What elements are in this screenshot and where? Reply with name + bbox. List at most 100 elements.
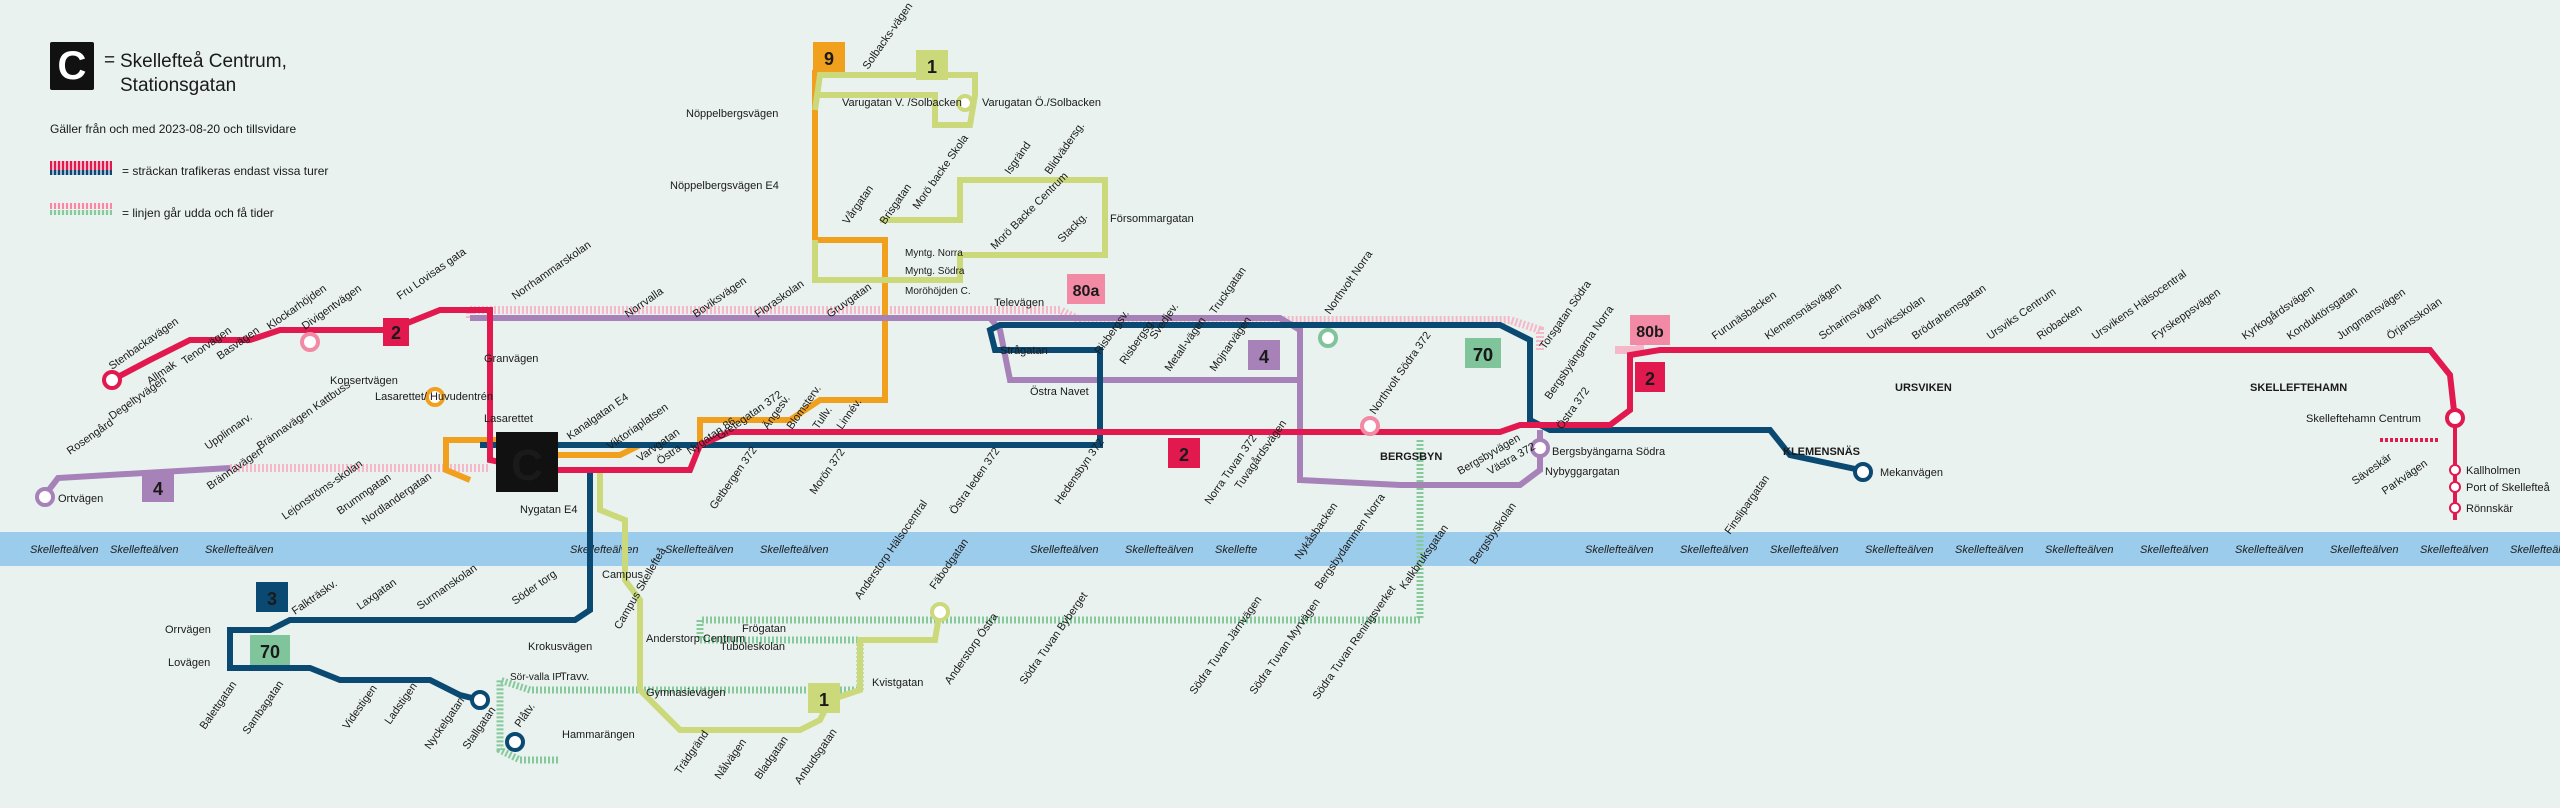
svg-text:Skellefteälven: Skellefteälven <box>1125 544 1194 556</box>
stop-ostra-navet: Östra Navet <box>1030 386 1089 398</box>
stop-lasarettet-huvudentren: Lasarettet/ Huvudentrén <box>375 391 493 403</box>
svg-text:4: 4 <box>1259 347 1269 367</box>
stop-norrhammarskolan: Norrhammarskolan <box>510 239 593 302</box>
stop-finslipargatan: Finslipargatan <box>1723 473 1772 536</box>
area-klemensnas: KLEMENSNÄS <box>1783 445 1860 458</box>
river-labels: Skellefteälven Skellefteälven Skellefteä… <box>30 544 2560 556</box>
svg-text:Skellefteälven: Skellefteälven <box>1955 544 2024 556</box>
stop-stackg: Stackg. <box>1056 211 1090 245</box>
stop-anderstorp-centrum: Anderstorp Centrum <box>646 633 745 645</box>
stop-forsommargatan: Försommargatan <box>1110 213 1194 225</box>
svg-text:Skellefte: Skellefte <box>1215 544 1257 556</box>
legend-validity: Gäller från och med 2023-08-20 och tills… <box>50 122 297 136</box>
line-badges: 2 4 9 1 70 80a 80b 2 3 70 1 2 4 70 <box>142 42 1670 713</box>
stop-solbacksvagen: Solbacks-vägen <box>861 1 916 72</box>
stop-travv: Travv. <box>560 671 589 683</box>
svg-text:1: 1 <box>819 690 829 710</box>
stop-bergsbyangarna-sodra: Bergsbyängarna Södra <box>1552 446 1666 458</box>
svg-text:70: 70 <box>1473 345 1493 365</box>
stop-granvagen: Granvägen <box>484 353 538 365</box>
stop-northvolt-sodra-372: Northvolt Södra 372 <box>1368 330 1434 417</box>
stop-northvolt-norra: Northvolt Norra <box>1323 248 1376 317</box>
svg-text:Skellefteälven: Skellefteälven <box>1030 544 1099 556</box>
stop-sodra-tuvan-byberget: Södra Tuvan Byberget <box>1018 590 1091 687</box>
svg-text:Skellefteälven: Skellefteälven <box>570 544 639 556</box>
stop-konsertvagen: Konsertvägen <box>330 375 398 387</box>
legend-swatch-odd <box>50 203 112 209</box>
stop-videstigen: Videstigen <box>341 683 380 732</box>
route-70-north <box>480 322 1861 473</box>
svg-text:Skellefteälven: Skellefteälven <box>1680 544 1749 556</box>
svg-text:2: 2 <box>1645 369 1655 389</box>
stop-divigentvagen: Divigentvägen <box>300 283 364 333</box>
legend-central-name: Skellefteå Centrum, Stationsgatan <box>120 50 287 98</box>
svg-text:Skellefteälven: Skellefteälven <box>1865 544 1934 556</box>
svg-text:4: 4 <box>153 479 163 499</box>
stop-tullv: Tullv. <box>811 404 835 431</box>
stop-ortvagen: Ortvägen <box>58 493 103 505</box>
svg-text:Skellefteälven: Skellefteälven <box>1585 544 1654 556</box>
stop-surmanskolan: Surmanskolan <box>415 562 479 612</box>
stop-isgrand: Isgränd <box>1003 140 1034 177</box>
svg-text:Skellefteälven: Skellefteälven <box>2330 544 2399 556</box>
stop-nordlandergatan: Nordlandergatan <box>360 471 434 528</box>
stop-ronnskar: Rönnskär <box>2466 503 2513 515</box>
stop-nygatan-e4: Nygatan E4 <box>520 504 577 516</box>
svg-text:Skellefteälven: Skellefteälven <box>1770 544 1839 556</box>
stop-klockarhojden: Klockarhöjden <box>265 283 329 333</box>
stop-port-of-skelleftea: Port of Skellefteå <box>2466 482 2551 494</box>
stop-floraskolan: Floraskolan <box>753 278 806 320</box>
legend-odd-and-few: = linjen går udda och få tider <box>122 206 274 220</box>
stop-nyckelgatan: Nyckelgatan <box>423 695 468 751</box>
stop-televagen: Televägen <box>994 297 1044 309</box>
river-skelleftealven <box>0 532 2560 566</box>
stop-skelleftehamn-centrum: Skelleftehamn Centrum <box>2306 413 2421 425</box>
svg-text:Skellefteälven: Skellefteälven <box>760 544 829 556</box>
svg-text:70: 70 <box>260 642 280 662</box>
stop-kyrkogardsvagen: Kyrkogårdsvägen <box>2240 284 2317 343</box>
stop-myntg-norra: Myntg. Norra <box>905 248 963 259</box>
svg-text:Skellefteälven: Skellefteälven <box>665 544 734 556</box>
area-ursviken: URSVIKEN <box>1895 382 1952 394</box>
route-1-south <box>597 470 943 733</box>
stop-ostra-leden-372: Östra leden 372 <box>948 446 1003 517</box>
area-bergsbyn: BERGSBYN <box>1380 451 1442 463</box>
stop-lasarettet: Lasarettet <box>484 413 533 425</box>
stop-brodrahemsgatan: Brödrahemsgatan <box>1910 282 1989 342</box>
svg-text:Skellefteälven: Skellefteälven <box>2510 544 2560 556</box>
svg-text:Skellefteälven: Skellefteälven <box>2235 544 2304 556</box>
stop-sodra-tuvan-reningsverket: Södra Tuvan Reningsverket <box>1311 584 1399 702</box>
stop-varugatan-o: Varugatan Ö./Solbacken <box>982 97 1101 109</box>
route-4 <box>42 315 1543 497</box>
stop-gruvgatan: Gruvgatan <box>825 281 874 320</box>
stop-tradgrand: Trädgränd <box>673 729 712 777</box>
legend-equals: = <box>104 50 116 71</box>
svg-text:2: 2 <box>1179 445 1189 465</box>
stop-blidvadersg: Blidvädersg. <box>1043 120 1088 176</box>
stop-vargatan: Vårgatan <box>841 183 876 226</box>
svg-text:Skellefteälven: Skellefteälven <box>110 544 179 556</box>
stop-truckgatan: Truckgatan <box>1208 265 1249 317</box>
stop-hammarangen: Hammarängen <box>562 729 635 741</box>
svg-text:Skellefteälven: Skellefteälven <box>30 544 99 556</box>
svg-text:9: 9 <box>824 49 834 69</box>
stop-anbudsgatan: Anbudsgatan <box>793 727 840 787</box>
legend-swatch-odd-green <box>50 210 112 215</box>
stop-morohojden-c: Moröhöjden C. <box>905 286 971 297</box>
route-1-north <box>812 72 1108 283</box>
stop-fru-lovisas-gata: Fru Lovisas gata <box>395 245 469 302</box>
stop-kvistgatan: Kvistgatan <box>872 677 923 689</box>
central-station-marker[interactable] <box>496 432 558 492</box>
svg-text:Skellefteälven: Skellefteälven <box>2140 544 2209 556</box>
stop-orrvagen: Orrvägen <box>165 624 211 636</box>
stop-kallholmen: Kallholmen <box>2466 465 2520 477</box>
stop-labels: Ortvägen Rosengård Stenbackavägen Degelt… <box>58 1 2551 787</box>
route-3 <box>227 470 593 703</box>
stop-bladgatan: Bladgatan <box>753 734 791 781</box>
stop-lovagen: Lovägen <box>168 657 210 669</box>
stop-sorvalla-ip: Sör-valla IP <box>510 672 562 683</box>
legend-only-some-trips: = sträckan trafikeras endast vissa turer <box>122 164 329 178</box>
svg-text:Skellefteälven: Skellefteälven <box>2045 544 2114 556</box>
svg-text:2: 2 <box>391 323 401 343</box>
